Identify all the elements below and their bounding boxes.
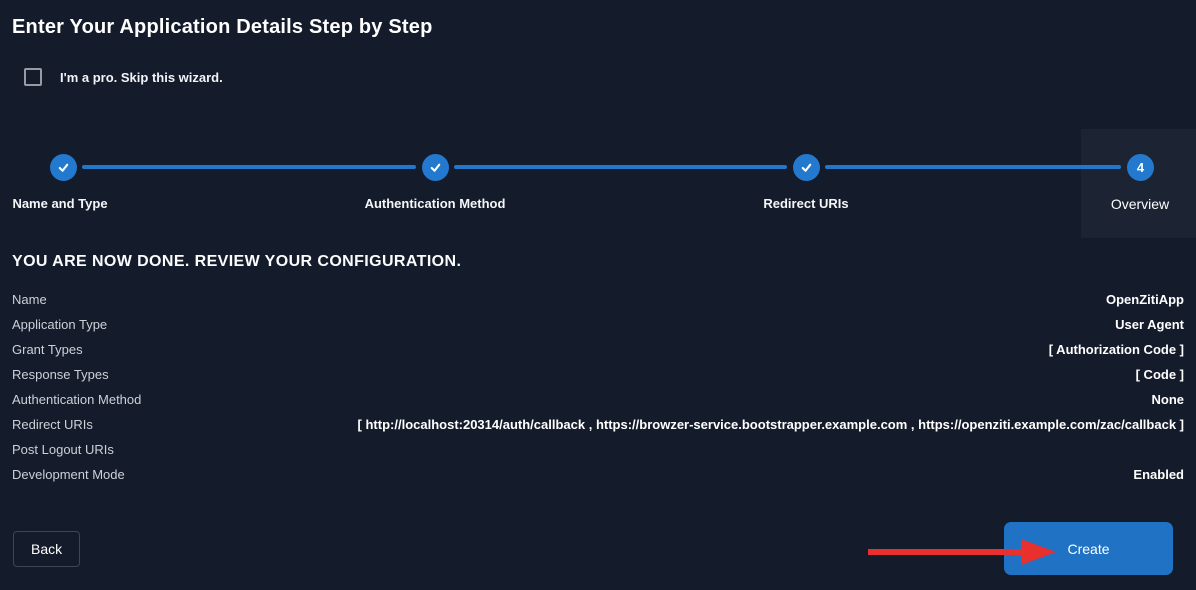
review-row-redirect-uris: Redirect URIs [ http://localhost:20314/a… xyxy=(12,412,1184,437)
review-row-development-mode: Development Mode Enabled xyxy=(12,462,1184,487)
back-button[interactable]: Back xyxy=(13,531,81,567)
row-value: None xyxy=(1151,392,1185,407)
row-label: Redirect URIs xyxy=(12,417,93,432)
review-row-grant-types: Grant Types [ Authorization Code ] xyxy=(12,337,1184,362)
step-4-circle[interactable]: 4 xyxy=(1127,154,1154,181)
step-connector-3 xyxy=(825,165,1121,169)
row-label: Development Mode xyxy=(12,467,125,482)
step-connector-2 xyxy=(454,165,787,169)
row-value: [ http://localhost:20314/auth/callback ,… xyxy=(357,417,1184,432)
create-button[interactable]: Create xyxy=(1004,522,1173,575)
row-value: [ Authorization Code ] xyxy=(1048,342,1184,357)
check-icon xyxy=(428,160,443,175)
review-heading: YOU ARE NOW DONE. REVIEW YOUR CONFIGURAT… xyxy=(12,253,462,270)
page-title: Enter Your Application Details Step by S… xyxy=(12,16,433,38)
review-row-application-type: Application Type User Agent xyxy=(12,312,1184,337)
step-label-redirect-uris[interactable]: Redirect URIs xyxy=(763,196,849,211)
active-step-highlight xyxy=(1081,129,1196,238)
step-2-circle[interactable] xyxy=(422,154,449,181)
row-label: Name xyxy=(12,292,47,307)
skip-wizard-label: I'm a pro. Skip this wizard. xyxy=(60,69,223,85)
skip-wizard-row[interactable]: I'm a pro. Skip this wizard. xyxy=(24,68,223,86)
step-label-authentication-method[interactable]: Authentication Method xyxy=(364,196,506,211)
check-icon xyxy=(56,160,71,175)
skip-wizard-checkbox[interactable] xyxy=(24,68,42,86)
row-label: Response Types xyxy=(12,367,109,382)
step-1-circle[interactable] xyxy=(50,154,77,181)
step-label-overview[interactable]: Overview xyxy=(1110,196,1170,212)
review-row-post-logout-uris: Post Logout URIs xyxy=(12,437,1184,462)
review-row-response-types: Response Types [ Code ] xyxy=(12,362,1184,387)
row-value: Enabled xyxy=(1133,467,1184,482)
row-value: User Agent xyxy=(1115,317,1184,332)
step-label-name-and-type[interactable]: Name and Type xyxy=(12,196,108,211)
step-connector-1 xyxy=(82,165,416,169)
step-3-circle[interactable] xyxy=(793,154,820,181)
configuration-review-list: Name OpenZitiApp Application Type User A… xyxy=(12,287,1184,487)
row-value: [ Code ] xyxy=(1135,367,1184,382)
row-label: Post Logout URIs xyxy=(12,442,114,457)
row-label: Application Type xyxy=(12,317,108,332)
review-row-authentication-method: Authentication Method None xyxy=(12,387,1184,412)
step-4-number: 4 xyxy=(1136,160,1145,175)
row-label: Grant Types xyxy=(12,342,83,357)
review-row-name: Name OpenZitiApp xyxy=(12,287,1184,312)
row-value: OpenZitiApp xyxy=(1106,292,1184,307)
check-icon xyxy=(799,160,814,175)
row-label: Authentication Method xyxy=(12,392,142,407)
